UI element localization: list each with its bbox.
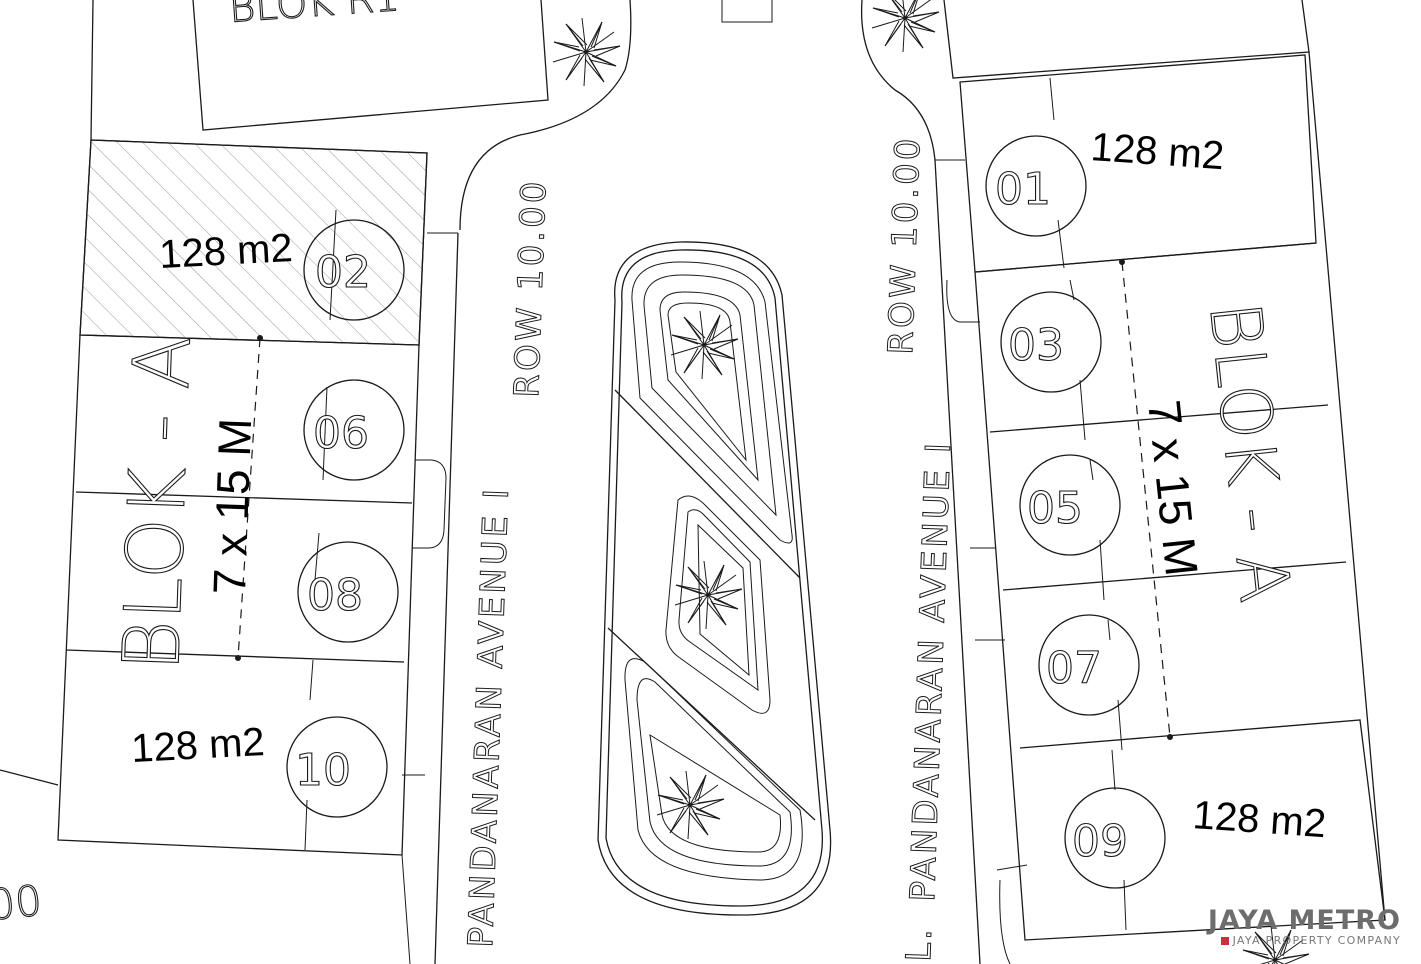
lot-number: 05 xyxy=(1027,483,1083,534)
left-road-edges xyxy=(0,0,632,964)
brand-tagline: JAYA PROPERTY COMPANY xyxy=(1232,934,1401,947)
right-dimension-line xyxy=(1119,259,1173,740)
palm-tree-icon xyxy=(552,17,621,87)
edge-text: 00 xyxy=(0,876,44,930)
lot-number: 08 xyxy=(307,570,363,621)
road-name-right: PANDANARAN AVENUE I xyxy=(903,439,959,902)
lot-number: 09 xyxy=(1072,816,1128,867)
lot-number: 02 xyxy=(315,247,371,298)
block-r1-label: BLOK R1 xyxy=(227,0,401,32)
road-row-right: ROW 10.00 xyxy=(881,135,929,355)
block-label-right: BLOK - A xyxy=(1193,298,1306,606)
right-road-edges xyxy=(721,0,981,964)
palm-tree-icon xyxy=(871,0,940,53)
brand-mark-icon xyxy=(1220,937,1229,945)
central-median xyxy=(597,241,832,916)
block-r1: BLOK R1 xyxy=(192,0,549,131)
palm-tree-icon xyxy=(670,310,739,380)
lot-area-label: 128 m2 xyxy=(1191,793,1327,846)
right-block-outline xyxy=(935,0,1386,964)
lot-area-label: 128 m2 xyxy=(130,720,266,771)
lot-number: 03 xyxy=(1008,320,1064,371)
lot-number: 06 xyxy=(313,408,369,459)
lot-area-label: 128 m2 xyxy=(158,226,294,277)
road-row-left: ROW 10.00 xyxy=(507,178,555,398)
road-prefix-right: L. xyxy=(899,925,940,962)
palm-tree-icon xyxy=(674,560,743,630)
road-name-left: PANDANARAN AVENUE I xyxy=(461,485,517,948)
lot-number: 07 xyxy=(1046,643,1102,694)
brand-name: JAYA METRO xyxy=(1207,905,1401,936)
left-dimension-line xyxy=(235,335,263,661)
lot-numbers-right: 01 03 05 07 09 xyxy=(985,135,1166,889)
lot-numbers-left: 02 06 08 10 xyxy=(286,219,405,818)
dimension-label-right: 7 x 15 M xyxy=(1138,398,1208,579)
left-block-outline xyxy=(57,0,458,964)
lot-number: 01 xyxy=(995,164,1051,215)
lot-area-label: 128 m2 xyxy=(1089,125,1225,178)
dimension-label-left: 7 x 15 M xyxy=(203,417,261,595)
brand-logo: JAYA METRO JAYA PROPERTY COMPANY xyxy=(1208,907,1401,948)
block-label-left: BLOK - A xyxy=(107,334,209,672)
palm-tree-icon xyxy=(656,770,725,840)
brand-tagline-row: JAYA PROPERTY COMPANY xyxy=(1208,934,1401,948)
lot-number: 10 xyxy=(295,745,351,796)
